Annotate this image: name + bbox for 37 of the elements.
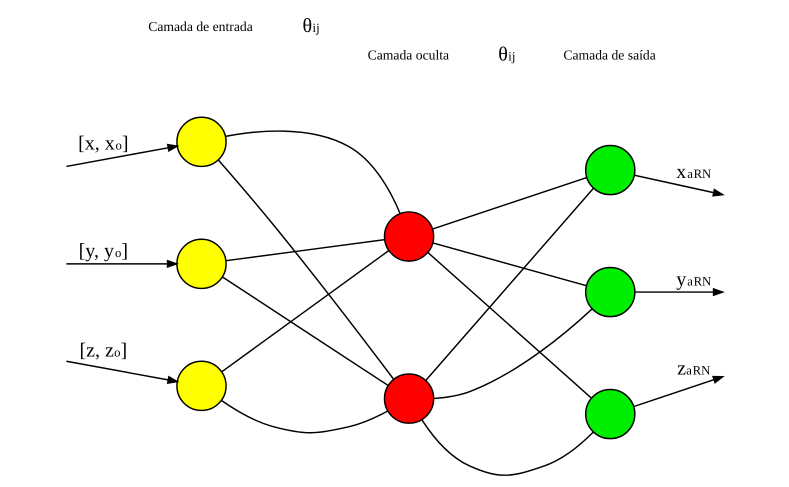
edge-label: [y, yo] — [78, 240, 128, 262]
node-circle — [176, 360, 227, 412]
arrow — [634, 174, 725, 197]
connector — [425, 188, 594, 381]
edge-label: xaRN — [676, 160, 712, 183]
node-circle — [584, 388, 636, 440]
edge-label: yaRN — [676, 268, 712, 290]
connector — [226, 238, 385, 262]
label: Camada oculta — [368, 47, 450, 62]
node-circle — [584, 266, 636, 318]
node-circle — [584, 144, 636, 196]
arrow — [635, 288, 725, 296]
connector — [434, 308, 593, 400]
arrow — [66, 260, 179, 268]
node-circle — [384, 211, 434, 262]
connector — [221, 250, 390, 372]
connector — [432, 176, 587, 230]
connector — [421, 419, 594, 476]
label: θij — [302, 15, 320, 38]
label: Camada de entrada — [148, 19, 253, 34]
arrow — [634, 376, 725, 408]
arrow — [66, 360, 180, 384]
connector — [432, 242, 587, 286]
connector — [221, 400, 388, 434]
edge-label: [z, zo] — [80, 339, 128, 362]
edge-label: [x, xo] — [78, 132, 129, 155]
connector — [428, 252, 592, 399]
arrow — [66, 144, 180, 168]
edge-label: zaRN — [677, 358, 710, 380]
connector — [218, 160, 394, 380]
node-circle — [176, 238, 227, 290]
label: θij — [498, 43, 516, 66]
node-circle — [384, 373, 434, 424]
connector — [226, 130, 401, 214]
label: Camada de saída — [563, 47, 656, 62]
connector — [222, 276, 388, 386]
node-circle — [176, 116, 227, 168]
